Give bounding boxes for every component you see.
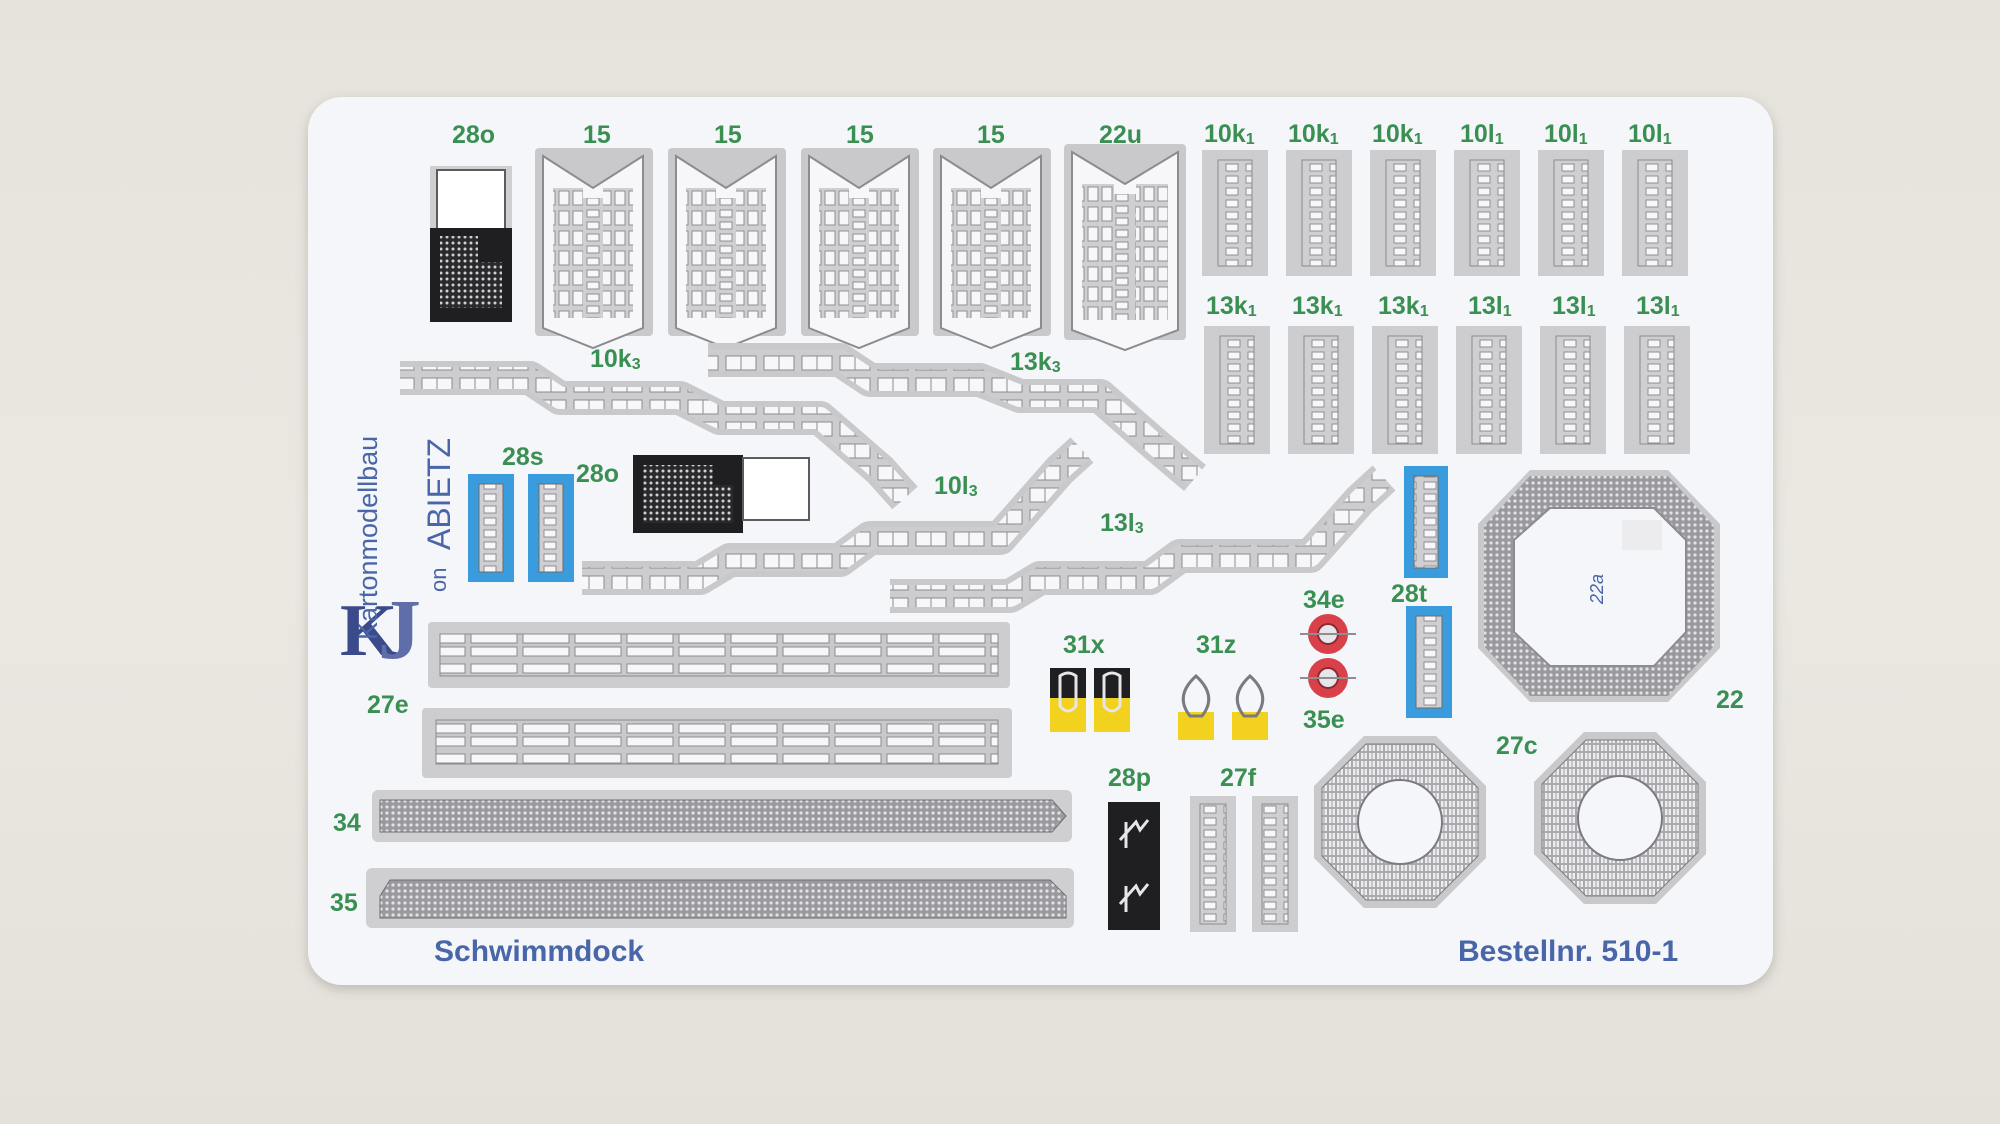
label-13k1-a: 13k1	[1206, 292, 1257, 320]
part-27e-b	[422, 708, 1012, 778]
label-31z: 31z	[1196, 631, 1236, 659]
order-number: Bestellnr. 510-1	[1458, 935, 1678, 968]
label-10l1-c: 10l1	[1628, 120, 1672, 148]
label-28s: 28s	[502, 443, 544, 471]
label-13k1-c: 13k1	[1378, 292, 1429, 320]
part-28s	[468, 474, 574, 582]
part-31x	[1050, 668, 1130, 732]
label-13k3: 13k3	[1010, 348, 1061, 376]
label-35e: 35e	[1303, 706, 1345, 734]
part-28p	[1108, 802, 1160, 930]
label-22u: 22u	[1099, 121, 1142, 149]
part-15-c	[801, 148, 919, 350]
label-28o-top: 28o	[452, 121, 495, 149]
label-28p: 28p	[1108, 764, 1151, 792]
logo-line2-text: ABIETZ	[421, 438, 457, 550]
part-34e-35e	[1300, 614, 1356, 698]
part-15-b	[668, 148, 786, 350]
part-13l3	[890, 465, 1396, 613]
part-15-d	[933, 148, 1051, 350]
label-13l1-c: 13l1	[1636, 292, 1680, 320]
label-34e: 34e	[1303, 586, 1345, 614]
logo-brand-text: Kartonmodellbau	[353, 436, 383, 640]
part-27f	[1190, 796, 1298, 932]
part-27e-a	[428, 622, 1010, 688]
logo-k-initial: K	[340, 590, 398, 672]
part-28o-mid	[633, 455, 810, 533]
part-28o-top	[430, 166, 512, 322]
ladders-row-2	[1204, 326, 1690, 454]
part-27c-left	[1314, 736, 1486, 908]
label-15-a: 15	[583, 121, 611, 149]
part-15-a	[535, 148, 653, 350]
ladders-row-1	[1202, 150, 1688, 276]
logo-von-text: on	[426, 568, 451, 592]
part-22-octagon: 22a	[1478, 470, 1720, 702]
part-labels: 28o 15 15 15 15 22u 10k1 10k1 10k1 10l1 …	[330, 120, 1744, 917]
brand-logo: K J Kartonmodellbau on ABIETZ	[340, 436, 457, 677]
label-10k1-c: 10k1	[1372, 120, 1423, 148]
part-31z	[1178, 673, 1268, 740]
part-27c-right	[1534, 732, 1706, 904]
label-13k1-b: 13k1	[1292, 292, 1343, 320]
part-10l3	[582, 437, 1094, 595]
label-31x: 31x	[1063, 631, 1105, 659]
part-34	[372, 790, 1072, 842]
label-27e: 27e	[367, 691, 409, 719]
label-22: 22	[1716, 686, 1744, 714]
part-22u	[1064, 144, 1186, 352]
label-35: 35	[330, 889, 358, 917]
label-13l1-b: 13l1	[1552, 292, 1596, 320]
label-10k1-a: 10k1	[1204, 120, 1255, 148]
label-10l1-a: 10l1	[1460, 120, 1504, 148]
label-28t: 28t	[1391, 580, 1428, 608]
label-10k1-b: 10k1	[1288, 120, 1339, 148]
label-13l3: 13l3	[1100, 509, 1144, 537]
label-10l1-b: 10l1	[1544, 120, 1588, 148]
sheet-title: Schwimmdock	[434, 935, 644, 968]
label-10k3: 10k3	[590, 345, 641, 373]
label-28o-mid: 28o	[576, 460, 619, 488]
part-35	[366, 868, 1074, 928]
logo-j-initial: J	[378, 581, 421, 677]
label-34: 34	[333, 809, 361, 837]
label-27c: 27c	[1496, 732, 1538, 760]
label-15-b: 15	[714, 121, 742, 149]
part-13k3	[708, 343, 1206, 491]
label-15-c: 15	[846, 121, 874, 149]
label-10l3: 10l3	[934, 472, 978, 500]
part-22a-label: 22a	[1587, 574, 1607, 605]
part-28t	[1404, 466, 1452, 718]
label-27f: 27f	[1220, 764, 1257, 792]
label-13l1-a: 13l1	[1468, 292, 1512, 320]
label-15-d: 15	[977, 121, 1005, 149]
part-10k3	[400, 361, 918, 510]
